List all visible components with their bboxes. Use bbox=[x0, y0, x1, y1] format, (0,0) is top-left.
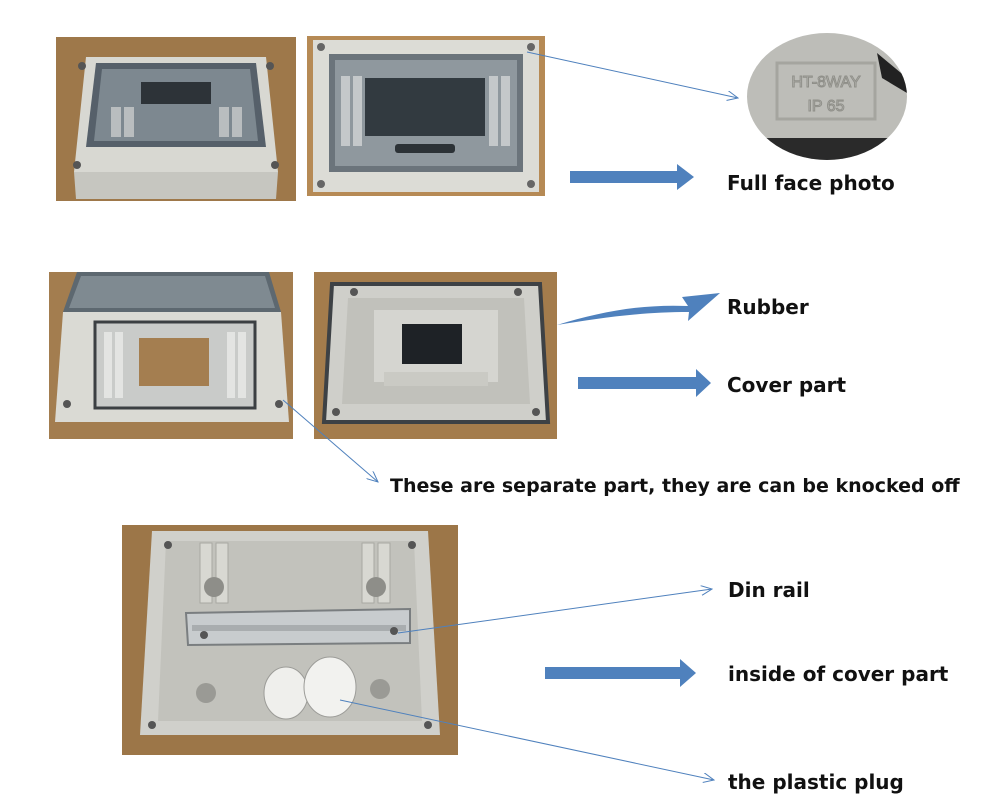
marking-line-2: IP 65 bbox=[807, 98, 844, 115]
arrow-rubber bbox=[557, 293, 720, 325]
marking-line-1: HT-8WAY bbox=[791, 74, 861, 91]
leader-line-marking bbox=[526, 51, 738, 98]
photo-full-face bbox=[307, 36, 545, 196]
label-rubber: Rubber bbox=[727, 295, 809, 319]
photo-door-open bbox=[49, 272, 293, 439]
photo-marking-closeup: HT-8WAY IP 65 bbox=[747, 33, 907, 160]
arrow-cover-part bbox=[578, 369, 711, 397]
photo-closed-enclosure bbox=[56, 37, 296, 201]
label-cover-part: Cover part bbox=[727, 373, 847, 397]
label-din-rail: Din rail bbox=[728, 578, 810, 602]
arrow-inside-cover bbox=[545, 659, 696, 687]
label-separate-parts: These are separate part, they are can be… bbox=[390, 475, 960, 497]
label-plastic-plug: the plastic plug bbox=[728, 770, 904, 794]
label-inside-cover: inside of cover part bbox=[728, 662, 949, 686]
photo-inside-din-rail bbox=[122, 525, 458, 755]
label-full-face: Full face photo bbox=[727, 171, 895, 195]
photo-cover-part bbox=[314, 272, 557, 439]
arrow-full-face bbox=[570, 164, 694, 190]
